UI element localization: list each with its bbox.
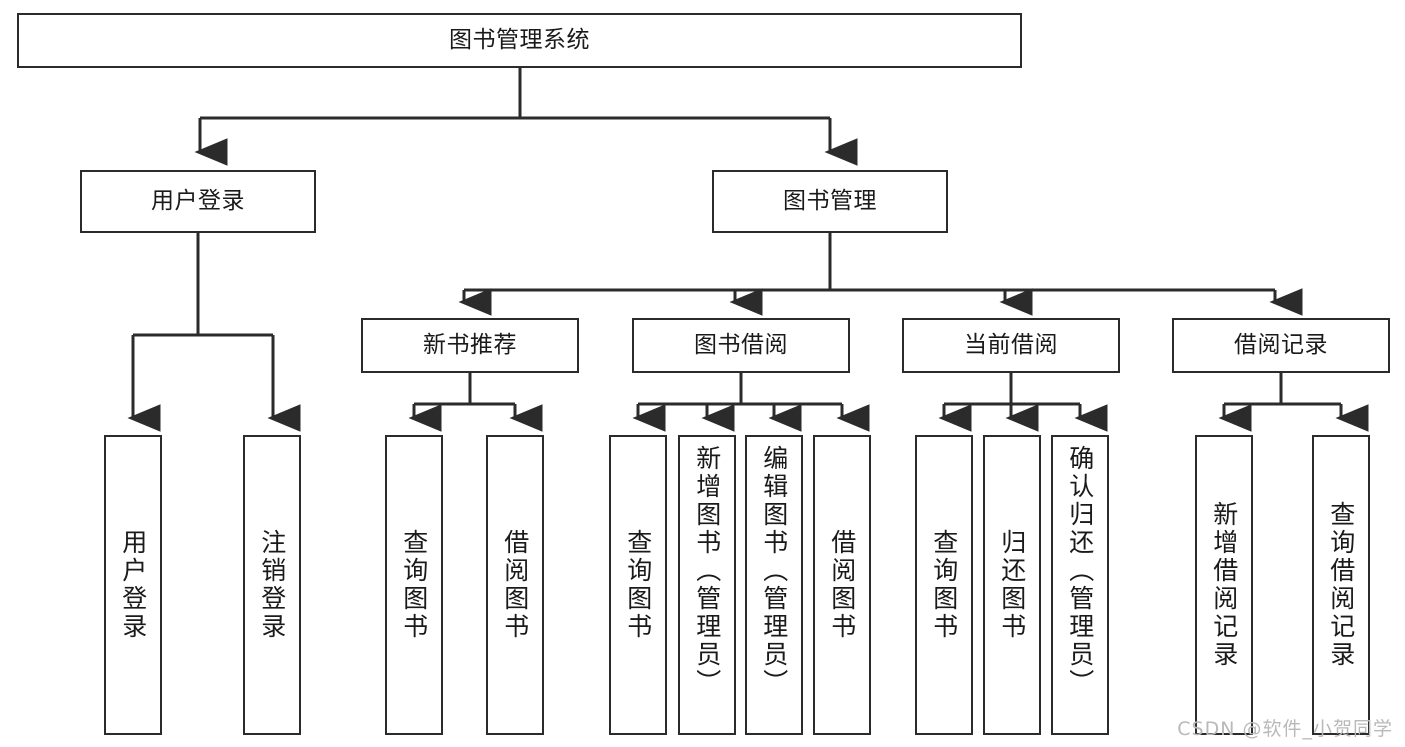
leaf-label: 查询借阅记录 [1326,501,1356,669]
node-leaf-query-book-borrow[interactable]: 查询图书 [609,435,667,735]
node-leaf-edit-book[interactable]: 编辑图书（管理员） [745,435,803,735]
leaf-label: 借阅图书 [500,529,530,641]
edge-root-to-level2 [194,68,858,166]
node-leaf-borrow-book[interactable]: 借阅图书 [813,435,871,735]
node-current-borrow[interactable]: 当前借阅 [902,318,1120,373]
node-leaf-query-book-current[interactable]: 查询图书 [915,435,973,735]
node-leaf-borrow-book-rec[interactable]: 借阅图书 [486,435,544,735]
leaf-label: 确认归还（管理员） [1065,445,1095,697]
leaf-label: 查询图书 [623,529,653,641]
node-leaf-confirm-return[interactable]: 确认归还（管理员） [1051,435,1109,735]
node-leaf-logout[interactable]: 注销登录 [243,435,301,735]
edge-new-book-recommend-to-leaves [408,373,543,432]
edge-current-borrow-to-leaves [938,373,1108,432]
edge-book-manage-to-level3 [458,233,1303,316]
edge-user-login-to-leaves [127,233,301,432]
leaf-label: 用户登录 [118,529,148,641]
node-leaf-query-record[interactable]: 查询借阅记录 [1312,435,1370,735]
node-leaf-query-book-rec[interactable]: 查询图书 [385,435,443,735]
node-user-login[interactable]: 用户登录 [80,170,316,233]
node-root[interactable]: 图书管理系统 [17,13,1022,68]
edge-borrow-record-to-leaves [1218,373,1369,432]
node-leaf-return-book[interactable]: 归还图书 [983,435,1041,735]
node-leaf-add-book[interactable]: 新增图书（管理员） [678,435,736,735]
node-book-borrow[interactable]: 图书借阅 [632,318,850,373]
node-new-book-recommend[interactable]: 新书推荐 [361,318,579,373]
edge-book-borrow-to-leaves [632,373,870,432]
node-leaf-add-record[interactable]: 新增借阅记录 [1195,435,1253,735]
leaf-label: 新增借阅记录 [1209,501,1239,669]
leaf-label: 借阅图书 [827,529,857,641]
leaf-label: 注销登录 [257,529,287,641]
leaf-label: 归还图书 [997,529,1027,641]
leaf-label: 查询图书 [399,529,429,641]
node-book-manage[interactable]: 图书管理 [712,170,948,233]
node-borrow-record[interactable]: 借阅记录 [1172,318,1390,373]
leaf-label: 查询图书 [929,529,959,641]
watermark-text: CSDN @软件_小贺同学 [1177,718,1393,740]
node-leaf-user-login[interactable]: 用户登录 [104,435,162,735]
leaf-label: 编辑图书（管理员） [759,445,789,697]
leaf-label: 新增图书（管理员） [692,445,722,697]
